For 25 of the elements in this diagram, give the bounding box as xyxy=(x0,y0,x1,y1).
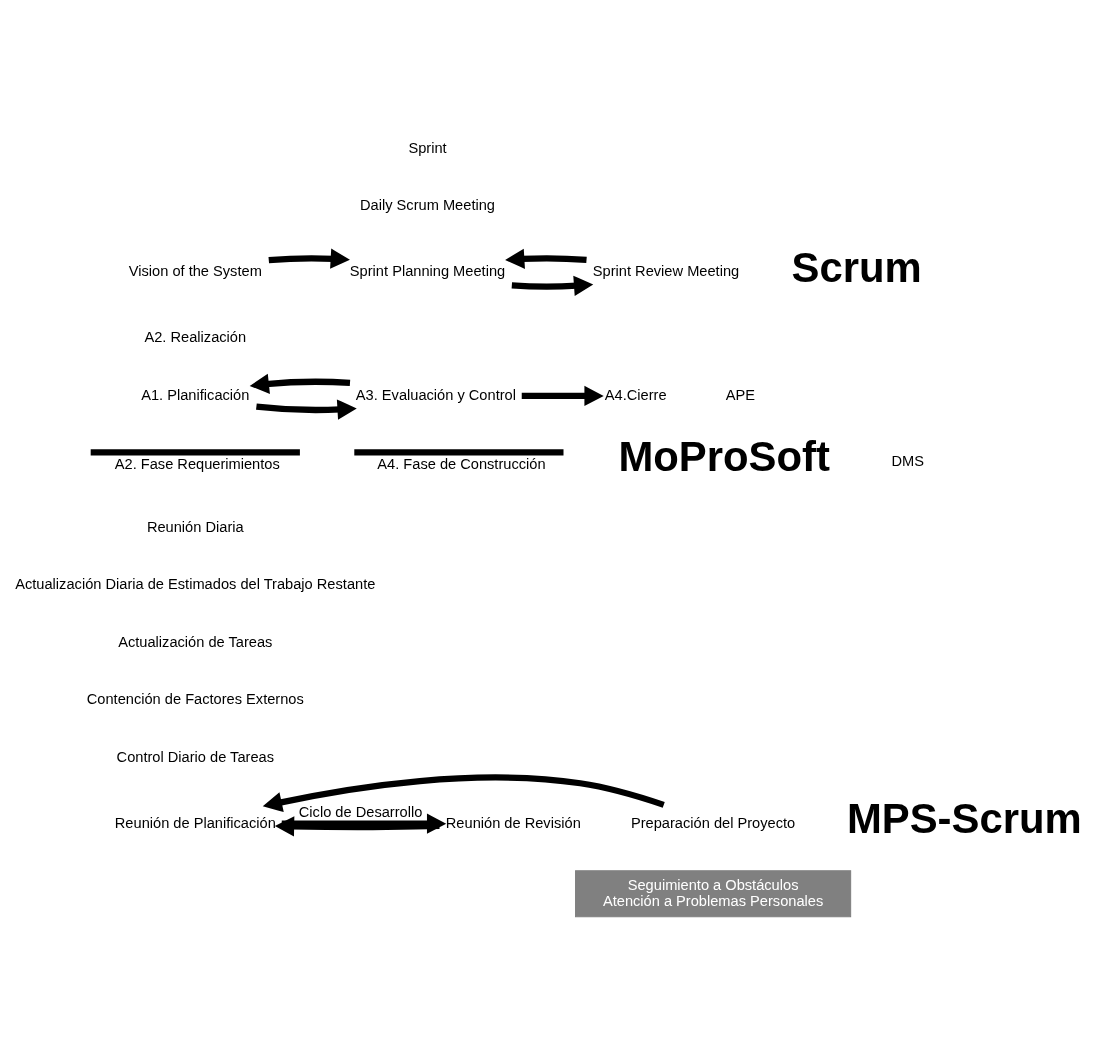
node-text: Reunión de Planificación xyxy=(114,814,276,831)
node-text: Sprint Planning Meeting xyxy=(349,263,506,280)
label: MoProSoft xyxy=(618,433,830,481)
node-text: Preparación del Proyecto xyxy=(630,814,796,831)
label: Scrum xyxy=(791,243,922,291)
label: DMS xyxy=(891,452,924,469)
label: MPS-Scrum xyxy=(846,795,1082,843)
node-text: Sprint Review Meeting xyxy=(592,263,740,280)
label: Actualización Diaria de Estimados del Trabajo Restante xyxy=(15,576,376,593)
node-text: Reunión de Revisión xyxy=(445,814,581,831)
label: Control Diario de Tareas xyxy=(116,748,275,765)
label: Sprint xyxy=(408,139,447,156)
node-text: A3. Evaluación y Control xyxy=(355,386,516,403)
label: Contención de Factores Externos xyxy=(86,691,304,708)
label: Actualización de Tareas xyxy=(118,633,273,650)
node-label: A4. Fase de Construcción xyxy=(377,456,546,473)
node-text: A4.Cierre xyxy=(604,386,667,403)
label: A2. Realización xyxy=(144,329,247,346)
node-text: Vision of the System xyxy=(128,263,262,280)
label: APE xyxy=(725,386,755,403)
label: Reunión Diaria xyxy=(146,518,244,535)
node-text: A1. Planificación xyxy=(141,386,250,403)
edge-label: Ciclo de Desarrollo xyxy=(298,803,423,820)
node-label: A2. Fase Requerimientos xyxy=(114,456,280,473)
label: Daily Scrum Meeting xyxy=(360,197,495,214)
